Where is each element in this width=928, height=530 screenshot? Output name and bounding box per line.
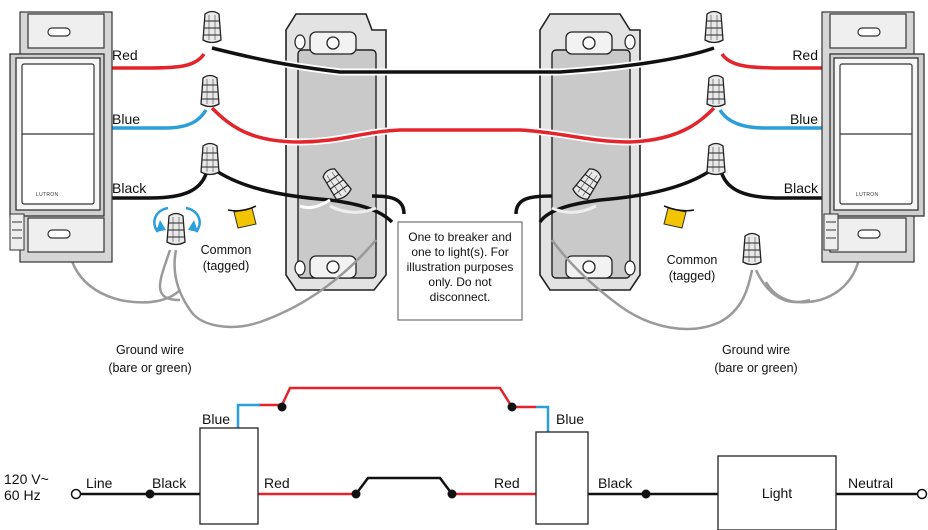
supply-voltage: 120 V~ — [4, 471, 49, 487]
right-ground-label: Ground wire — [722, 343, 790, 357]
right-ground-sub: (bare or green) — [714, 361, 797, 375]
right-black-wire — [720, 173, 834, 200]
left-ground-label: Ground wire — [116, 343, 184, 357]
left-black-label: Black — [112, 180, 147, 196]
right-red-wire — [720, 52, 834, 70]
schematic-red-left: Red — [264, 475, 290, 491]
note-line: one to light(s). For — [411, 245, 508, 259]
note-line: only. Do not — [428, 275, 492, 289]
wire-nut-icon — [706, 74, 726, 108]
right-electrical-box — [539, 13, 641, 291]
wire-nut-icon — [706, 142, 726, 176]
schematic-blue-left: Blue — [202, 411, 230, 427]
wire-nut-icon — [202, 10, 222, 44]
left-common-label: Common — [201, 243, 252, 257]
note-line: illustration purposes — [407, 260, 514, 274]
right-red-label: Red — [792, 47, 818, 63]
right-black-label: Black — [784, 180, 819, 196]
right-blue-wire — [718, 109, 834, 130]
line-wire-right — [514, 194, 553, 215]
brand-label: LUTRON — [36, 192, 58, 198]
rotate-arrows-icon — [153, 206, 201, 233]
right-common-black-wire — [538, 166, 716, 224]
note-line: disconnect. — [430, 290, 491, 304]
left-red-label: Red — [112, 47, 138, 63]
left-common-black-wire — [210, 166, 394, 224]
wire-nut-icon — [166, 212, 186, 246]
left-blue-label: Blue — [112, 111, 140, 127]
right-switch: LUTRON — [821, 11, 925, 263]
schematic-blue-right: Blue — [556, 411, 584, 427]
light-label: Light — [762, 485, 792, 501]
left-blue-wire — [100, 109, 208, 130]
wire-nut-icon — [200, 142, 220, 176]
note-box: One to breaker and one to light(s). For … — [397, 221, 523, 321]
left-switch: LUTRON — [9, 11, 113, 263]
wire-nut-icon — [200, 74, 220, 108]
right-blue-label: Blue — [790, 111, 818, 127]
schematic-black-left: Black — [152, 475, 187, 491]
left-switch-symbol — [199, 427, 259, 525]
line-wire-left — [371, 194, 406, 215]
left-red-wire — [100, 52, 206, 70]
line-label: Line — [86, 475, 113, 491]
top-traveler-wire — [211, 44, 716, 76]
wire-nut-icon — [704, 10, 724, 44]
neutral-label: Neutral — [848, 475, 893, 491]
right-common-label: Common — [667, 253, 718, 267]
note-line: One to breaker and — [408, 230, 511, 244]
left-black-wire — [100, 173, 208, 200]
right-switch-symbol — [535, 431, 589, 525]
left-common-sub: (tagged) — [203, 259, 250, 273]
left-electrical-box — [285, 13, 387, 291]
wire-nut-icon — [742, 232, 762, 266]
right-common-sub: (tagged) — [669, 269, 716, 283]
schematic-red-right: Red — [494, 475, 520, 491]
brand-label: LUTRON — [856, 192, 878, 198]
right-common-tag — [663, 205, 695, 229]
middle-traveler-wire — [209, 105, 717, 146]
light-symbol — [717, 455, 837, 530]
left-common-tag — [227, 205, 257, 229]
schematic-black-right: Black — [598, 475, 633, 491]
schematic: 120 V~ 60 Hz Line Black Blue Red Red Blu… — [4, 386, 928, 530]
left-ground-sub: (bare or green) — [108, 361, 191, 375]
supply-frequency: 60 Hz — [4, 487, 41, 503]
